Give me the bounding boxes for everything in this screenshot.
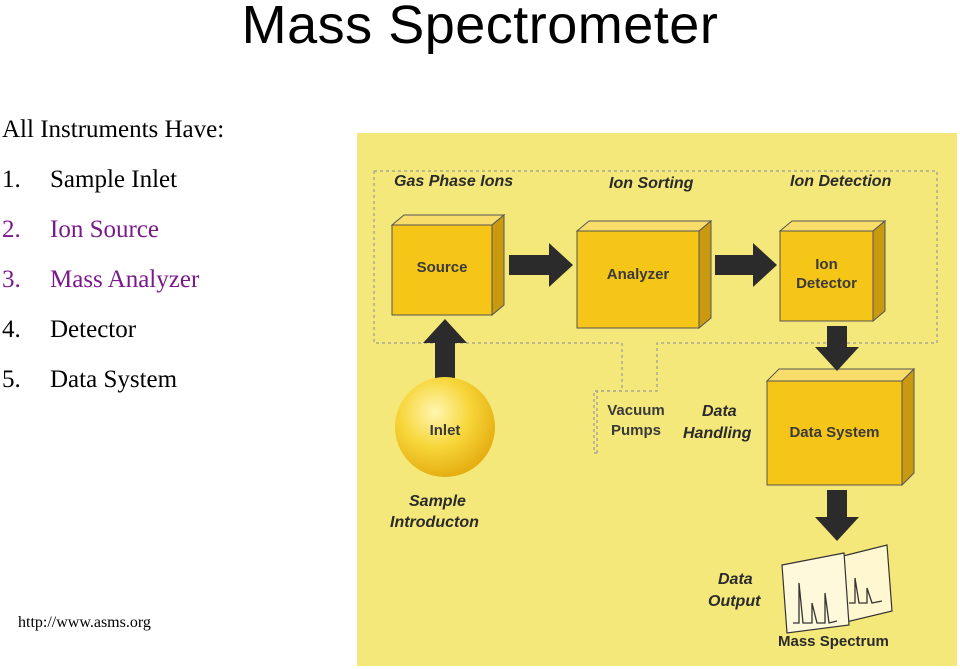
data-system-box xyxy=(765,367,916,487)
data-output-label-line1: Data xyxy=(718,571,753,588)
list-item-link[interactable]: 3.Mass Analyzer xyxy=(2,266,200,293)
arrow-detector-datasystem xyxy=(815,326,859,371)
inlet-label: Inlet xyxy=(429,422,461,439)
flow-arrows xyxy=(423,243,859,541)
vacuum-label-line2: Pumps xyxy=(610,422,661,439)
sample-intro-label-line2: Introducton xyxy=(390,514,479,531)
source-label: Source xyxy=(416,259,468,276)
diagram-graphics xyxy=(373,170,938,634)
list-heading: All Instruments Have: xyxy=(2,116,225,143)
mass-spectrometer-diagram: Gas Phase Ions Ion Sorting Ion Detection… xyxy=(357,133,957,666)
stage-ion-detection: Ion Detection xyxy=(790,173,892,190)
analyzer-box xyxy=(575,219,713,330)
slide-title: Mass Spectrometer xyxy=(241,0,719,55)
ion-detector-label-line2: Detector xyxy=(796,275,857,292)
vacuum-enclosure xyxy=(373,170,938,454)
data-output-label-line2: Output xyxy=(708,593,761,610)
arrow-analyzer-detector xyxy=(715,243,777,287)
list-item: 5.Data System xyxy=(2,366,178,393)
list-item: 4.Detector xyxy=(2,316,137,343)
ion-detector-box xyxy=(778,219,887,323)
mass-spectrum-label: Mass Spectrum xyxy=(778,633,889,650)
ion-detector-label-line1: Ion xyxy=(815,256,838,273)
vacuum-label-line1: Vacuum xyxy=(607,402,665,419)
arrow-source-analyzer xyxy=(509,243,573,287)
component-list: 1.Sample Inlet 2.Ion Source 3.Mass Analy… xyxy=(2,166,199,416)
stage-gas-phase-ions: Gas Phase Ions xyxy=(394,173,514,190)
list-item-link[interactable]: 2.Ion Source xyxy=(2,216,159,243)
data-handling-label-line2: Handling xyxy=(683,425,752,442)
list-item: 1.Sample Inlet xyxy=(2,166,178,193)
arrow-datasystem-output xyxy=(815,490,859,541)
arrow-inlet-source xyxy=(423,319,467,378)
data-handling-label-line1: Data xyxy=(702,403,737,420)
mass-spectrum-icon xyxy=(781,544,893,634)
inlet-sphere xyxy=(395,377,495,477)
source-url: http://www.asms.org xyxy=(18,614,151,631)
data-system-label: Data System xyxy=(789,424,880,441)
stage-ion-sorting: Ion Sorting xyxy=(609,175,694,192)
analyzer-label: Analyzer xyxy=(606,266,670,283)
sample-intro-label-line1: Sample xyxy=(409,493,466,510)
source-box xyxy=(390,213,506,317)
